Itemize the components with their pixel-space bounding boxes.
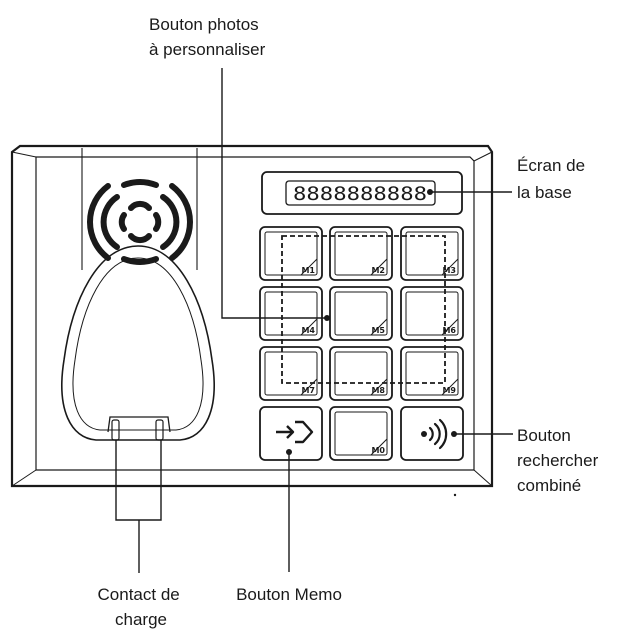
memory-key-m6[interactable]: M6: [400, 286, 464, 341]
memory-key-label: M8: [371, 386, 385, 395]
memory-key-label: M4: [301, 326, 315, 335]
memory-key-m5[interactable]: M5: [329, 286, 393, 341]
memory-key-label: M2: [371, 266, 385, 275]
paging-signal-icon: [421, 418, 448, 450]
base-station: [10, 144, 494, 497]
memory-key-m4[interactable]: M4: [259, 286, 323, 341]
memory-key-m0[interactable]: [329, 406, 393, 461]
callout-photo-button: Bouton photos à personnaliser: [149, 15, 266, 59]
memory-key-m9[interactable]: M9: [400, 346, 464, 401]
memory-key-label: M5: [371, 326, 385, 335]
memo-arrow-icon: [276, 420, 314, 444]
memory-key-m2[interactable]: M2: [329, 226, 393, 281]
callout-memo-button: Bouton Memo: [236, 585, 342, 604]
screen-digits: 8888888888: [293, 183, 427, 205]
memory-key-label: M6: [442, 326, 456, 335]
memory-key-m7[interactable]: M7: [259, 346, 323, 401]
memory-key-label: M7: [301, 386, 315, 395]
handset-cradle: [61, 148, 215, 441]
memo-button[interactable]: [259, 406, 323, 461]
memory-key-m3[interactable]: M3: [400, 226, 464, 281]
memory-key-label: M0: [371, 446, 385, 455]
photo-area-outline: [281, 235, 446, 384]
memory-key-label: M1: [301, 266, 315, 275]
callout-base-screen: Écran de la base: [517, 156, 590, 202]
memory-key-m1[interactable]: M1: [259, 226, 323, 281]
memory-key-m8[interactable]: M8: [329, 346, 393, 401]
search-handset-button[interactable]: [400, 406, 464, 461]
memory-key-label: M3: [442, 266, 456, 275]
base-screen: [261, 171, 463, 215]
leader-lines: [115, 68, 513, 573]
memory-key-label: M9: [442, 386, 456, 395]
leader-dots: [286, 189, 457, 455]
speaker-signal-icon: [87, 179, 193, 265]
callout-charge-contact: Contact de charge: [98, 585, 185, 629]
callout-search-button: Bouton rechercher combiné: [517, 426, 603, 495]
